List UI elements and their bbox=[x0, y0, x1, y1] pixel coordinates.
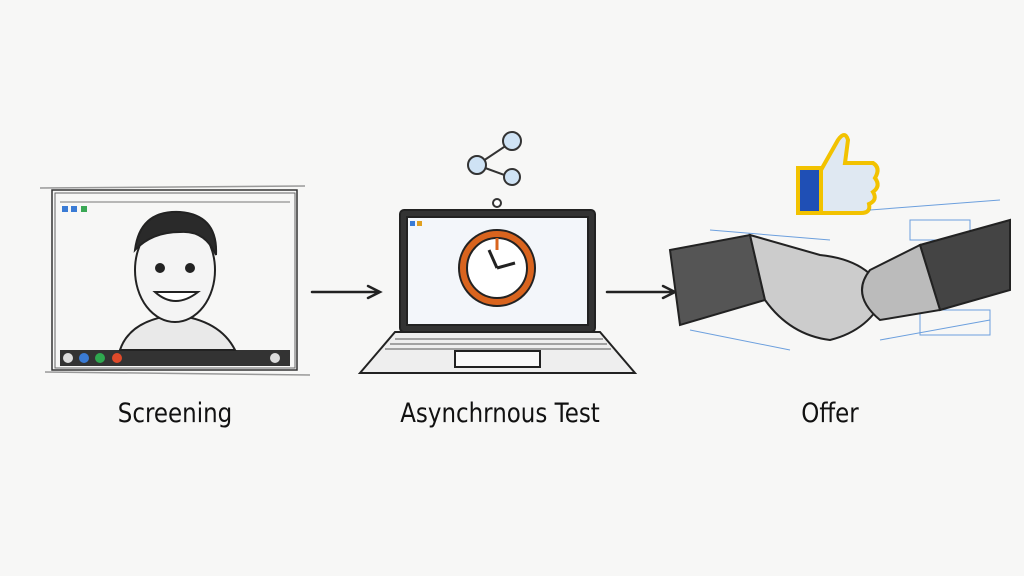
step-label-screening: Screening bbox=[117, 398, 233, 429]
candidate-face bbox=[118, 210, 237, 351]
video-call-window-icon bbox=[39, 185, 311, 376]
arrow-right-icon bbox=[605, 284, 678, 300]
arrow-right-icon bbox=[310, 284, 383, 300]
share-network-icon bbox=[467, 131, 522, 208]
handshake-icon bbox=[668, 199, 1011, 351]
step-label-offer: Offer bbox=[801, 398, 859, 429]
thumbs-up-icon bbox=[796, 133, 880, 215]
laptop-timer-icon bbox=[357, 209, 638, 374]
step-label-asynchronous-test: Asynchrnous Test bbox=[400, 398, 600, 429]
